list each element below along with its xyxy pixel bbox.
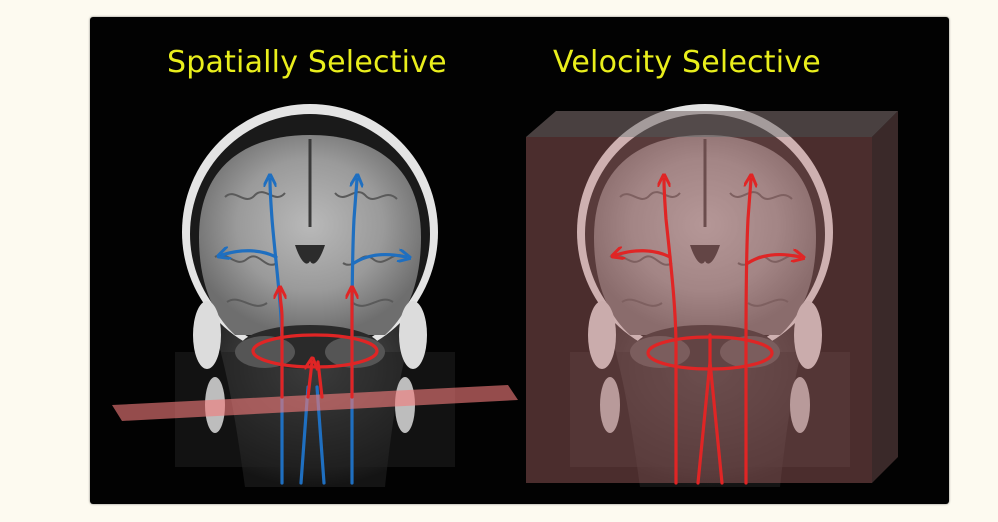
panel-title-spatially-selective: Spatially Selective [167, 45, 447, 80]
velocity-box-top [526, 111, 898, 137]
panel-spatially-selective [112, 104, 518, 487]
asl-comparison-figure: Spatially Selective Velocity Selective [90, 17, 949, 504]
brain-mri-image-left [175, 104, 455, 487]
panel-title-velocity-selective: Velocity Selective [553, 45, 821, 80]
panel-velocity-selective [526, 104, 898, 487]
velocity-box-front [526, 137, 872, 483]
velocity-box-side [872, 111, 898, 483]
